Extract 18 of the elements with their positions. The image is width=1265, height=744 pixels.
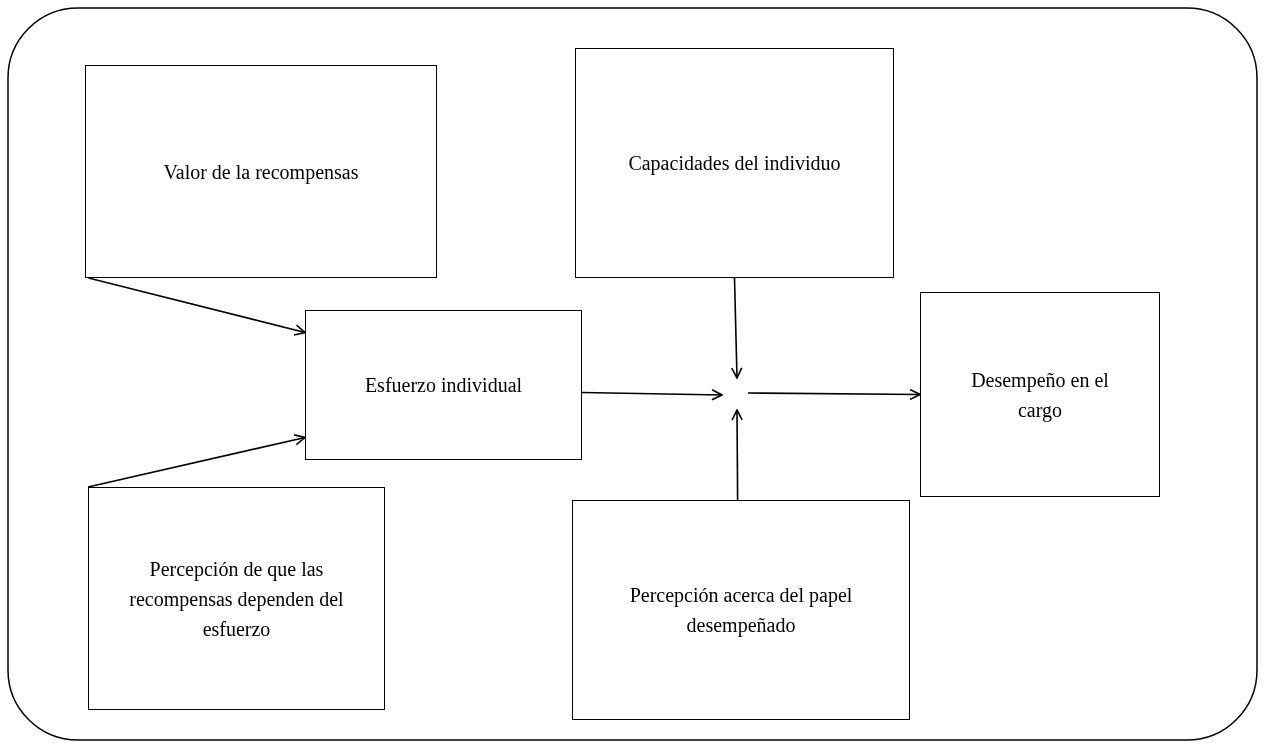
process-box [305,310,582,460]
arrow [731,409,743,501]
box-label: Percepción de que las recompensas dependen del esfuerzo [128,556,345,642]
process-box [88,487,385,710]
process-box [575,48,894,278]
process-box [572,500,910,720]
arrow [730,277,743,379]
box-label: Esfuerzo individual [364,373,523,398]
arrow [747,388,921,401]
box-label: Percepción acerca del papel desempeñado [628,583,854,639]
box-label: Capacidades del individuo [628,151,841,177]
process-box [920,292,1160,497]
arrow [87,434,306,488]
arrow [581,389,723,401]
process-box [85,65,437,278]
arrow [87,277,306,336]
box-label: Valor de la recompensas [163,159,359,186]
box-label: Desempeño en el cargo [970,367,1110,424]
